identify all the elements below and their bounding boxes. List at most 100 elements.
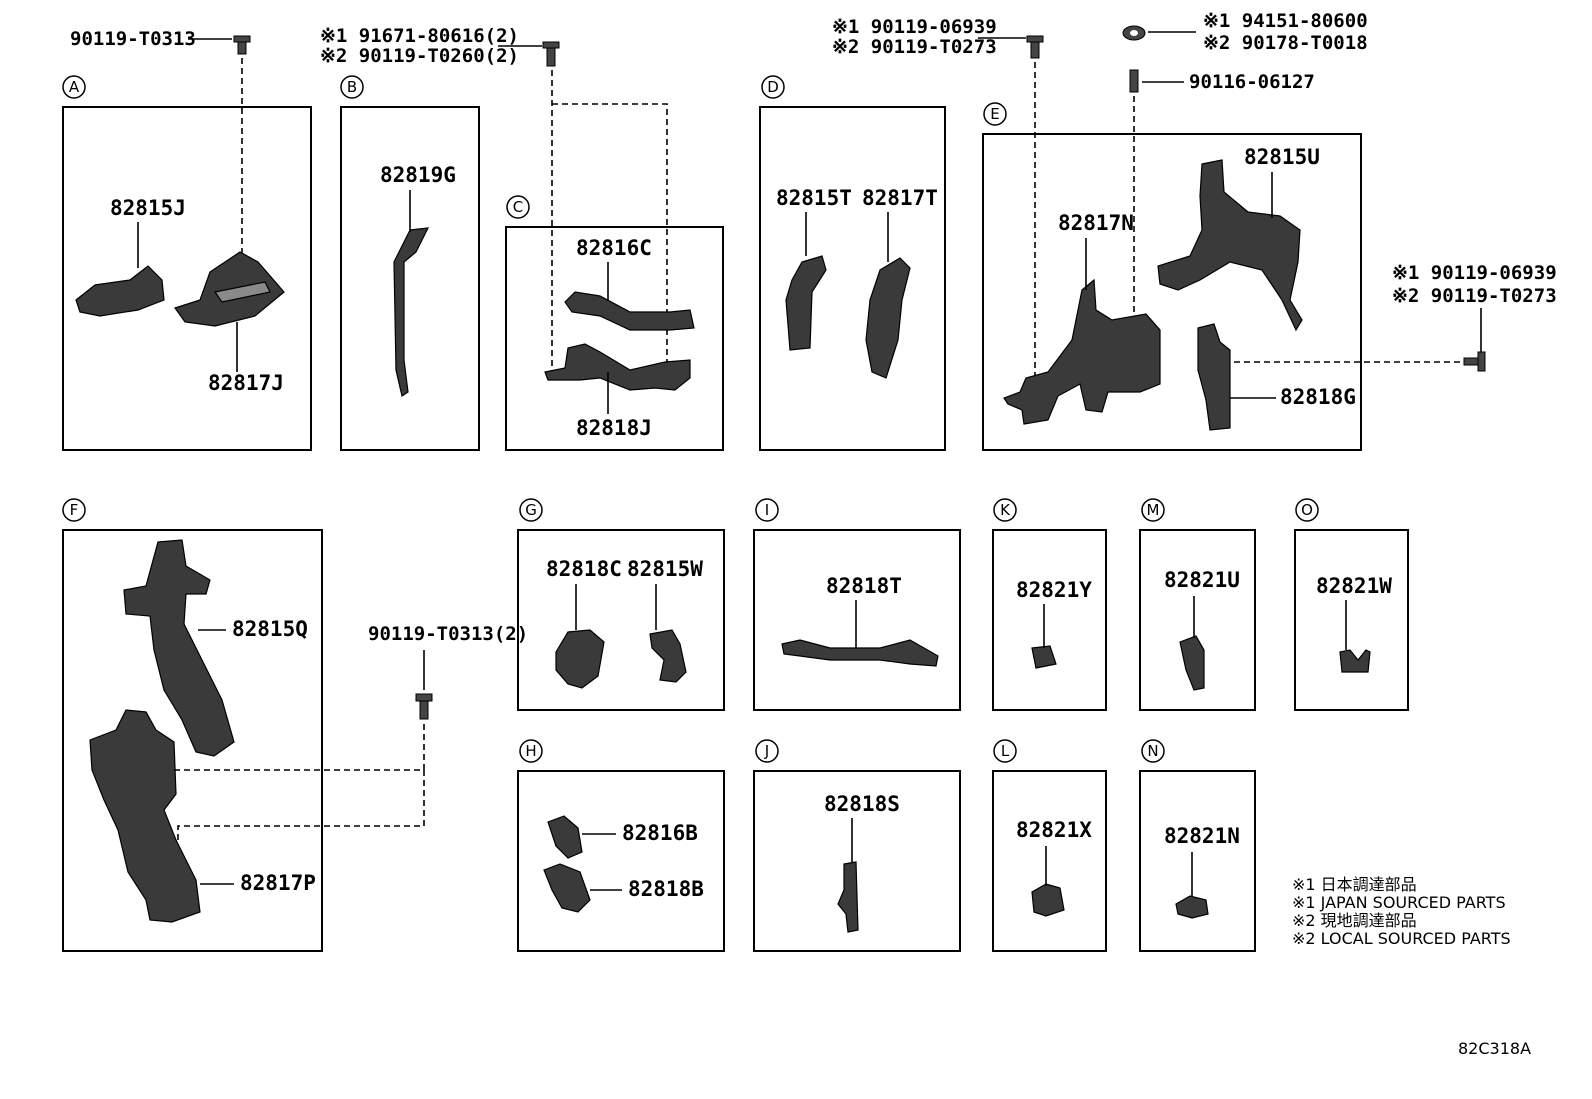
part-82815J[interactable]: 82815J <box>75 196 186 317</box>
svg-text:O: O <box>1301 501 1313 519</box>
panel-f-label: F <box>62 498 86 522</box>
panel-g-box <box>517 529 725 711</box>
part-82818G[interactable]: 82818G <box>1197 323 1470 431</box>
panel-f-box <box>62 529 323 952</box>
part-82821X[interactable]: 82821X <box>1016 818 1092 917</box>
part-82821U[interactable]: 82821U <box>1164 568 1240 691</box>
svg-text:82815U: 82815U <box>1244 145 1320 169</box>
part-82819G[interactable]: 82819G <box>380 163 456 397</box>
part-82815T[interactable]: 82815T <box>776 186 852 351</box>
svg-text:82821W: 82821W <box>1316 574 1392 598</box>
svg-text:82815Q: 82815Q <box>232 617 308 641</box>
part-82816B[interactable]: 82816B <box>547 815 698 859</box>
panel-d-box <box>759 106 946 451</box>
svg-text:90116-06127: 90116-06127 <box>1189 71 1315 93</box>
svg-text:※1 90119-06939: ※1 90119-06939 <box>1392 262 1557 284</box>
stud-icon <box>1129 69 1139 93</box>
svg-text:※2 90178-T0018: ※2 90178-T0018 <box>1203 32 1368 54</box>
part-82817J[interactable]: 82817J <box>174 251 285 395</box>
svg-text:L: L <box>1001 742 1010 760</box>
panel-g-label: G <box>519 498 543 522</box>
part-82815U[interactable]: 82815U <box>1157 145 1320 332</box>
svg-text:82818S: 82818S <box>824 792 900 816</box>
fastener-e-bolt: ※1 90119-06939 ※2 90119-T0273 <box>832 16 1044 59</box>
svg-text:82817N: 82817N <box>1058 211 1134 235</box>
svg-text:82821N: 82821N <box>1164 824 1240 848</box>
panel-m-label: M <box>1141 498 1165 522</box>
svg-text:82818G: 82818G <box>1280 385 1356 409</box>
svg-text:※2 90119-T0273: ※2 90119-T0273 <box>1392 285 1557 307</box>
svg-text:M: M <box>1147 501 1160 519</box>
svg-text:82817P: 82817P <box>240 871 316 895</box>
panel-n-label: N <box>1141 739 1165 763</box>
panel-l-box <box>992 770 1107 952</box>
svg-text:N: N <box>1147 742 1158 760</box>
part-82821W[interactable]: 82821W <box>1316 574 1392 673</box>
panel-d-label: D <box>761 75 785 99</box>
panel-n-box <box>1139 770 1256 952</box>
part-82818J[interactable]: 82818J <box>544 343 691 440</box>
part-82815Q[interactable]: 82815Q <box>123 539 308 757</box>
fastener-a-bolt: 90119-T0313 <box>70 28 251 55</box>
panel-i-label: I <box>755 498 779 522</box>
svg-text:82817J: 82817J <box>208 371 284 395</box>
svg-text:82818J: 82818J <box>576 416 652 440</box>
part-82816C[interactable]: 82816C <box>564 236 695 331</box>
part-82818B[interactable]: 82818B <box>543 863 704 913</box>
svg-text:F: F <box>70 501 79 519</box>
svg-text:E: E <box>990 105 999 123</box>
panel-h-label: H <box>519 739 543 763</box>
panel-e-box <box>982 133 1362 451</box>
legend-line-2: ※1 JAPAN SOURCED PARTS <box>1292 893 1506 912</box>
svg-text:※1 94151-80600: ※1 94151-80600 <box>1203 10 1368 32</box>
svg-text:G: G <box>525 501 537 519</box>
svg-text:I: I <box>765 501 769 519</box>
bolt-icon <box>415 693 433 720</box>
svg-text:※2 90119-T0273: ※2 90119-T0273 <box>832 36 997 58</box>
part-82815W[interactable]: 82815W <box>627 557 703 683</box>
panel-c-box <box>505 226 724 451</box>
panel-k-box <box>992 529 1107 711</box>
panel-a-label: A <box>62 75 86 99</box>
legend-line-4: ※2 LOCAL SOURCED PARTS <box>1292 929 1511 948</box>
legend-line-1: ※1 日本調達部品 <box>1292 875 1417 894</box>
fastener-e-nut: ※1 94151-80600 ※2 90178-T0018 <box>1122 10 1368 54</box>
svg-text:82816B: 82816B <box>622 821 698 845</box>
part-82817N[interactable]: 82817N <box>1003 211 1161 425</box>
panel-j-box <box>753 770 961 952</box>
panel-j-label: J <box>755 739 779 763</box>
panel-a-box <box>62 106 312 451</box>
svg-text:90119-T0313(2): 90119-T0313(2) <box>368 623 528 645</box>
part-82817P[interactable]: 82817P <box>89 709 316 923</box>
part-82818S[interactable]: 82818S <box>824 792 900 933</box>
part-82821N[interactable]: 82821N <box>1164 824 1240 919</box>
bolt-icon <box>542 41 560 67</box>
panel-b-box <box>340 106 480 451</box>
svg-text:90119-T0313: 90119-T0313 <box>70 28 196 50</box>
fastener-e-stud: 90116-06127 <box>1129 69 1315 93</box>
bolt-icon <box>1463 351 1486 372</box>
part-82821Y[interactable]: 82821Y <box>1016 578 1092 669</box>
panel-l-label: L <box>993 739 1017 763</box>
svg-text:H: H <box>525 742 536 760</box>
panel-e-label: E <box>983 102 1007 126</box>
svg-text:82821U: 82821U <box>1164 568 1240 592</box>
svg-text:82821X: 82821X <box>1016 818 1092 842</box>
dashed-guide <box>552 103 668 378</box>
panel-o-box <box>1294 529 1409 711</box>
svg-text:82815W: 82815W <box>627 557 703 581</box>
bolt-icon <box>233 35 251 55</box>
part-82818T[interactable]: 82818T <box>781 574 939 667</box>
part-82817T[interactable]: 82817T <box>862 186 938 379</box>
panel-h-box <box>517 770 725 952</box>
svg-text:82815J: 82815J <box>110 196 186 220</box>
part-82818C[interactable]: 82818C <box>546 557 622 689</box>
svg-text:82819G: 82819G <box>380 163 456 187</box>
svg-text:A: A <box>69 78 80 96</box>
fastener-e-side-bolt: ※1 90119-06939 ※2 90119-T0273 <box>1392 262 1557 372</box>
fastener-f-bolt: 90119-T0313(2) <box>368 623 528 720</box>
svg-text:82821Y: 82821Y <box>1016 578 1092 602</box>
svg-text:J: J <box>764 742 769 760</box>
nut-icon <box>1122 25 1146 41</box>
svg-text:82818B: 82818B <box>628 877 704 901</box>
